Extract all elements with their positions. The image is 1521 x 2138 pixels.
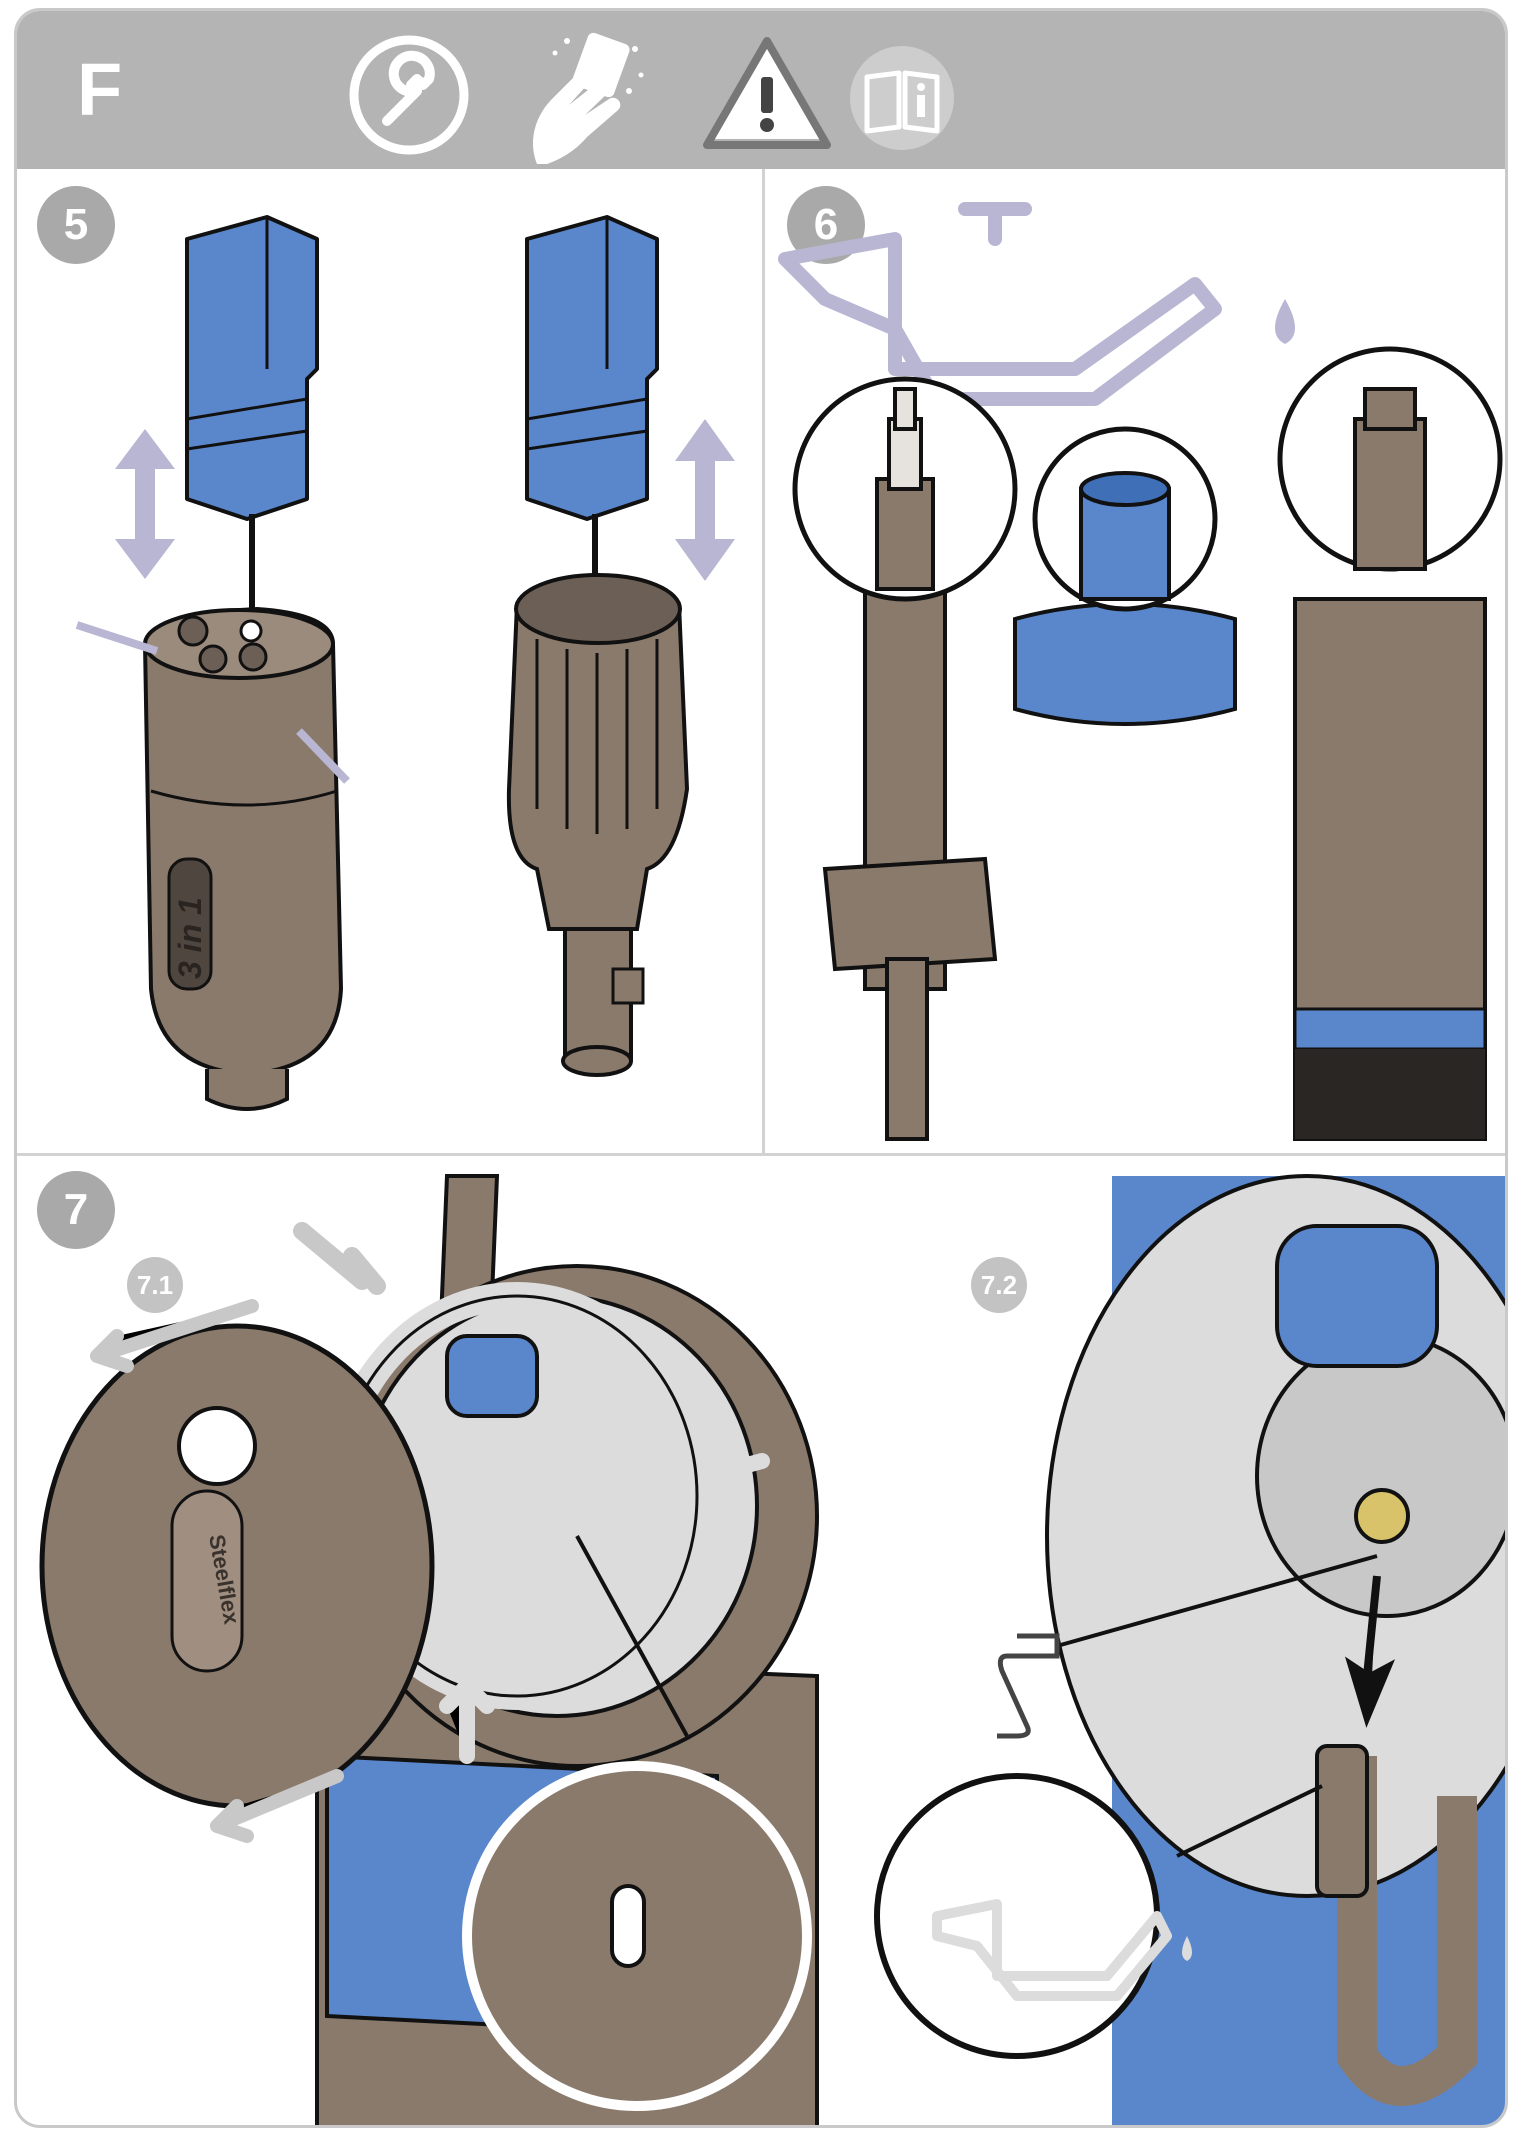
section-letter: F <box>77 48 123 131</box>
arrow-push-up <box>439 1678 495 1764</box>
detail-magnifier-7-1 <box>462 1535 812 2111</box>
wrench-icon <box>349 35 469 155</box>
oil-can-icon <box>778 202 1295 406</box>
up-down-arrow-right <box>675 419 735 581</box>
detail-magnifier-7-2 <box>874 1773 1323 2059</box>
warning-triangle-icon <box>703 37 831 149</box>
reel-closeup <box>1045 1174 1505 2125</box>
up-down-arrow-left <box>115 429 175 579</box>
panel-divider-vertical <box>762 169 765 1155</box>
reel-cover: Steelflex <box>39 1323 435 1809</box>
pointer-arrow-1 <box>75 621 159 655</box>
instruction-sheet: F 5 6 7 7.1 7.2 <box>14 8 1508 2128</box>
panel-divider-horizontal <box>17 1153 1505 1156</box>
step-badge-5: 5 <box>37 186 115 264</box>
hose-reel <box>323 1264 819 1768</box>
header-bar: F <box>17 11 1505 169</box>
substep-badge-7-2: 7.2 <box>971 1257 1027 1313</box>
lance-tip-detail <box>792 376 1018 1141</box>
arrow-remove-cover-top <box>90 1299 259 1373</box>
nozzle-3in1: 3 in 1 <box>142 606 344 1111</box>
nozzle-label: 3 in 1 <box>172 897 208 979</box>
hose-end-detail <box>1277 346 1503 1141</box>
panel-5-illustration: 3 in 1 <box>75 215 735 1111</box>
manual-info-icon <box>850 46 954 150</box>
panel-6-illustration <box>778 202 1503 1141</box>
cleaning-needle-tool-left <box>185 215 319 639</box>
nozzle-rotating <box>506 573 690 1077</box>
panel-7-illustration: Steelflex <box>39 1174 1505 2125</box>
pointer-arrow-2 <box>296 728 350 784</box>
arrow-remove-clip <box>1056 1554 1378 1648</box>
arrow-remove-cover-bottom <box>210 1769 344 1843</box>
arrow-press-down <box>293 1222 386 1295</box>
arrow-pull-down <box>1344 1575 1395 1728</box>
retaining-clip <box>997 1633 1060 1739</box>
oil-can-icon-small <box>932 1899 1172 2001</box>
substep-badge-7-1: 7.1 <box>127 1257 183 1313</box>
hose-connector-detail <box>1013 426 1237 726</box>
hand-cleaning-icon <box>532 32 644 164</box>
step-badge-7: 7 <box>37 1171 115 1249</box>
arrow-push-left <box>699 1453 770 1484</box>
